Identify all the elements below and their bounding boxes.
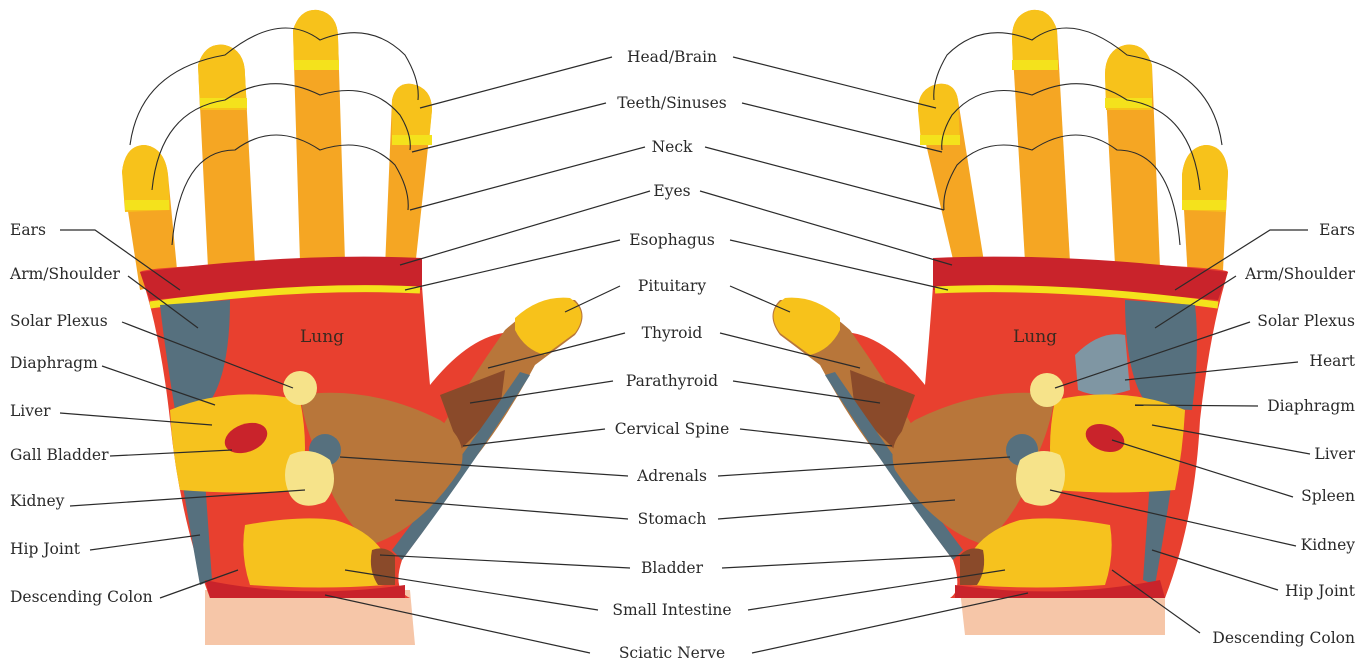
center-label: Parathyroid [626,372,718,390]
center-label: Teeth/Sinuses [617,94,727,112]
center-label: Thyroid [642,324,703,342]
center-label: Head/Brain [627,48,717,66]
right-label: Heart [1309,352,1355,370]
right-hand [773,10,1229,635]
right-label: Kidney [1301,536,1356,554]
right-index-band [920,135,960,145]
center-label: Bladder [641,559,704,577]
right-label: Liver [1314,445,1355,463]
left-wrist [205,590,415,645]
right-finger-arcs [934,28,1222,245]
left-ring-band [200,98,247,108]
center-label: Adrenals [636,467,707,485]
left-index-band [392,135,432,145]
right-label: Solar Plexus [1257,312,1355,330]
left-label: Arm/Shoulder [9,265,120,283]
center-labels: Head/Brain Teeth/Sinuses Neck Eyes Esoph… [612,48,731,662]
left-finger-arcs [130,28,418,245]
left-solar-plexus [283,371,317,405]
right-labels: Ears Arm/Shoulder Solar Plexus Heart Dia… [1212,221,1355,647]
center-label: Small Intestine [612,601,731,619]
right-label: Hip Joint [1285,582,1356,600]
left-hand [122,10,583,645]
right-label: Descending Colon [1212,629,1355,647]
center-label: Stomach [638,510,707,528]
center-label: Pituitary [638,277,706,295]
left-pinky-band [125,200,169,210]
left-label: Kidney [10,492,65,510]
right-solar-plexus [1030,373,1064,407]
center-label: Sciatic Nerve [619,644,725,662]
center-label: Cervical Spine [615,420,730,438]
right-label: Spleen [1301,487,1355,505]
left-label: Gall Bladder [10,446,109,464]
right-lung-label: Lung [1013,327,1057,347]
left-label: Diaphragm [10,354,98,372]
right-middle-tip [1012,10,1058,68]
left-label: Ears [10,221,46,239]
right-label: Ears [1319,221,1355,239]
left-label: Descending Colon [10,588,153,606]
right-pinky-band [1182,200,1226,210]
center-label: Esophagus [629,231,715,249]
left-kidney [285,451,334,506]
left-middle-band [294,60,339,70]
left-label: Solar Plexus [10,312,108,330]
right-ring-band [1105,98,1152,108]
left-lung-label: Lung [300,327,344,347]
right-label: Arm/Shoulder [1244,265,1355,283]
center-label: Neck [652,138,693,156]
left-middle-tip [293,10,339,68]
center-label: Eyes [653,182,690,200]
left-label: Liver [10,402,51,420]
right-middle-band [1012,60,1058,70]
right-label: Diaphragm [1267,397,1355,415]
left-label: Hip Joint [10,540,81,558]
right-kidney [1016,451,1065,506]
